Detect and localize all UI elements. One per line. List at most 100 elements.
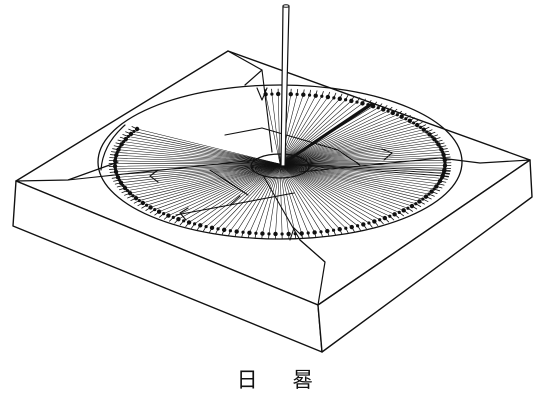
scale-tick [441,148,448,150]
hour-line [279,163,417,205]
hour-line [279,163,296,234]
scale-tick [357,225,361,231]
hour-line [223,163,281,231]
hour-line [118,149,281,165]
hour-line [279,154,444,165]
hour-line [279,100,352,165]
hour-line [242,163,281,233]
hour-line [279,163,432,192]
hour-line [142,163,281,204]
hour-line [279,99,346,165]
scale-tick [345,94,349,101]
hour-line [279,163,427,197]
scale-tick [345,227,349,234]
hour-line [279,163,420,202]
hour-line [122,163,281,186]
scale-tick [127,195,134,199]
hour-line [255,163,281,234]
hour-line [279,141,437,165]
scale-tick [116,185,124,188]
scale-tick [426,129,433,133]
hour-line [279,120,411,165]
scale-tick [438,142,445,145]
hour-line [279,163,386,219]
hour-line [279,163,328,232]
hour-line [230,163,281,232]
scale-tick [119,136,127,140]
scale-tick [439,145,447,148]
scale-tick [339,228,343,235]
scale-tick [309,89,312,96]
scale-tick [443,153,450,156]
scale-tick [261,233,263,239]
hour-line [279,134,430,165]
caption-text: 日 晷 [236,368,328,392]
scale-tick [119,187,126,191]
scale-tick [234,231,238,237]
hour-line [117,163,281,178]
scale-tick [411,205,418,210]
hour-line [279,163,413,207]
hour-line [279,163,443,177]
scale-tick [436,139,443,143]
scale-tick [398,211,404,217]
hour-line [127,163,281,191]
scale-tick [121,190,128,193]
scale-tick [428,193,435,197]
hour-line [279,163,289,235]
scale-tick [405,115,411,120]
scale-tick [115,142,123,145]
gnomon-shadow [280,102,374,166]
hour-line [279,96,323,165]
hour-line [279,163,283,235]
scale-tick [437,183,445,186]
scale-tick [109,154,117,156]
scale-tick [441,177,448,180]
scale-tick [413,119,419,124]
dial-outer-ellipse [97,84,463,240]
hour-line [211,163,281,229]
scale-tick [409,117,415,122]
scale-tick [333,229,336,236]
hour-line [130,133,281,165]
scale-tick [145,207,151,211]
hour-line [279,127,421,165]
hour-line [279,163,445,172]
hour-line [121,144,281,165]
gnomon [280,4,290,167]
hour-line [194,163,281,225]
hour-line [128,136,281,165]
hour-line [188,163,281,223]
arrow-icon [381,148,393,161]
hour-line [279,136,433,165]
hour-line [279,163,430,195]
scale-tick [196,224,201,231]
hour-line [168,163,281,216]
hour-line [279,163,302,234]
hour-line [139,163,281,201]
scale-tick [321,91,324,97]
hour-line [158,163,281,212]
scale-tick [111,176,119,179]
scale-tick [401,112,407,118]
scale-tick [377,103,383,109]
hour-line [133,131,281,165]
scale-tick [141,204,148,209]
hour-line [279,146,441,165]
scale-tick [254,232,257,239]
hour-line [262,163,281,234]
hour-line [279,131,428,165]
hour-line [129,163,281,194]
hour-line [136,128,281,165]
scale-tick [403,209,409,215]
scale-tick [389,215,395,221]
scale-tick [159,213,165,218]
scale-tick [125,131,132,135]
scale-tick [215,228,219,234]
hour-line [150,163,281,208]
scale-tick [362,224,367,230]
arrow-icon [256,87,268,101]
scale-tick [110,151,118,153]
scale-tick [419,201,425,205]
scale-tick [394,213,400,219]
